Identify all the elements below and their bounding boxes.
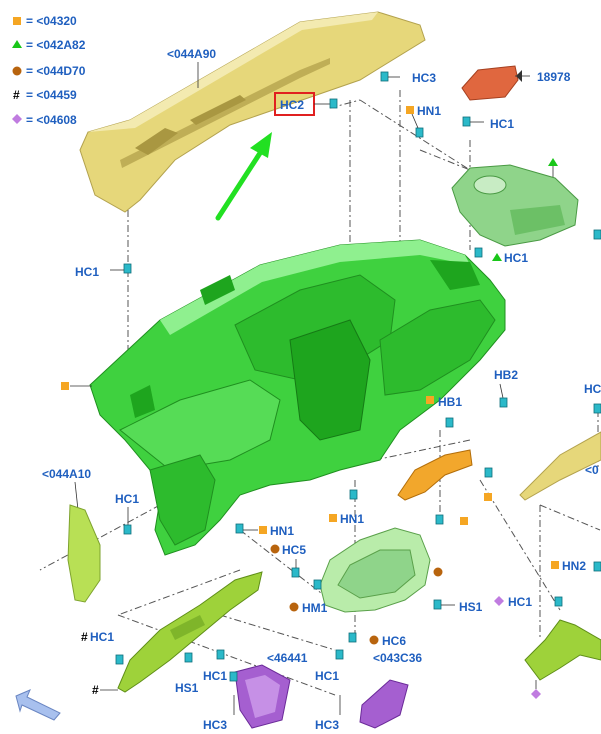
main-dashboard xyxy=(89,239,506,556)
hn1-center-clip xyxy=(349,489,358,500)
hm1-circle-icon xyxy=(289,602,299,612)
hc5-clip xyxy=(291,567,300,578)
hc1-right-cover-triangle-icon xyxy=(492,253,502,261)
hc6-label: HC6 xyxy=(382,634,406,648)
hb2-clip xyxy=(499,397,508,408)
hb1-clip xyxy=(445,417,454,428)
bracket-square-icon-b xyxy=(460,517,468,525)
part-18978-shape xyxy=(461,65,519,101)
hc2-clip xyxy=(329,98,338,109)
hs1-bottom-label: HS1 xyxy=(175,681,199,695)
bracket-clip-a xyxy=(484,467,493,478)
hn1-mid-left-label: HN1 xyxy=(270,524,294,538)
top-dash-panel xyxy=(79,11,426,213)
hc1-mid-left-clip xyxy=(123,524,132,535)
hn1-center-square-icon xyxy=(329,514,337,522)
hc1-right-low-label: HC1 xyxy=(508,595,532,609)
legend-text-diamond: = <04608 xyxy=(26,113,77,127)
hc3-top-clip xyxy=(380,71,389,82)
part-18978-label: 18978 xyxy=(537,70,571,84)
hc1-right-cover-label: HC1 xyxy=(504,251,528,265)
legend-text-square: = <04320 xyxy=(26,14,77,28)
part-044a10-label: <044A10 xyxy=(42,467,91,481)
hm1-label: HM1 xyxy=(302,601,328,615)
right-lower-bracket xyxy=(524,619,601,681)
hc6-circle-icon xyxy=(369,635,379,645)
hc3-top-label: HC3 xyxy=(412,71,436,85)
hn1-top-square-icon xyxy=(406,106,414,114)
legend: = <04320 = <042A82 = <044D70 # = <04459 … xyxy=(12,14,86,127)
hc3-bottom-left-clip xyxy=(229,671,238,682)
legend-text-triangle: = <042A82 xyxy=(26,38,86,52)
hn1-top-clip xyxy=(415,127,424,138)
legend-square-icon xyxy=(13,17,21,25)
ang-right-edge-label: <0 xyxy=(585,463,599,477)
hc1-mid-left-label: HC1 xyxy=(115,492,139,506)
bottom-hash-icon: # xyxy=(92,683,99,697)
legend-triangle-icon xyxy=(12,40,22,48)
cover-triangle-icon xyxy=(548,158,558,166)
hc1-bottom-left-hash-icon: # xyxy=(81,630,88,644)
hn2-clip xyxy=(593,561,601,572)
hc1-top-right-clip xyxy=(462,116,471,127)
legend-diamond-icon xyxy=(12,114,22,124)
hb1-square-icon xyxy=(426,396,434,404)
hc1-left-clip xyxy=(123,263,132,274)
hs1-cluster-label: HS1 xyxy=(459,600,483,614)
hc1-bottom-right-label: HC1 xyxy=(315,669,339,683)
assembly-lines xyxy=(39,90,601,696)
center-bracket xyxy=(397,449,473,501)
hn2-square-icon xyxy=(551,561,559,569)
hc1-bottom-left-label: HC1 xyxy=(90,630,114,644)
legend-text-circle: = <044D70 xyxy=(26,64,86,78)
label-044a90: <044A90 xyxy=(167,47,216,61)
hn1-mid-left-clip xyxy=(235,523,244,534)
hc1-right-low-clip xyxy=(554,596,563,607)
back-arrow-icon[interactable] xyxy=(15,689,61,721)
right-trim-panel xyxy=(519,431,601,501)
hc3-bottom-left-label: HC3 xyxy=(203,718,227,732)
bracket-clip-b xyxy=(435,514,444,525)
hn1-mid-left-square-icon xyxy=(259,526,267,534)
hc1-bottom-left-clip xyxy=(115,654,124,665)
hc1-bottom-mid-clip xyxy=(216,649,225,660)
part-043c36-shape xyxy=(359,679,409,729)
hm1-clip xyxy=(313,579,322,590)
right-cover-clip xyxy=(593,229,601,240)
hb1-label: HB1 xyxy=(438,395,462,409)
hc1-right-cover-clip xyxy=(474,247,483,258)
left-square-icon xyxy=(61,382,69,390)
hn2-label: HN2 xyxy=(562,559,586,573)
cluster-circle-icon xyxy=(433,567,443,577)
part-46441-label: <46441 xyxy=(267,651,308,665)
hb2-label: HB2 xyxy=(494,368,518,382)
hc-right-edge-clip xyxy=(593,403,601,414)
legend-hash-icon: # xyxy=(13,88,20,102)
hc2-label: HC2 xyxy=(280,98,304,112)
hc5-circle-icon xyxy=(270,544,280,554)
hn1-center-label: HN1 xyxy=(340,512,364,526)
hc1-bottom-right-clip xyxy=(335,649,344,660)
legend-text-hash: = <04459 xyxy=(26,88,77,102)
hc5-label: HC5 xyxy=(282,543,306,557)
hc1-right-low-diamond-icon xyxy=(494,596,504,606)
hc3-bottom-right-label: HC3 xyxy=(315,718,339,732)
bracket-square-icon-a xyxy=(484,493,492,501)
hc1-left-label: HC1 xyxy=(75,265,99,279)
hc6-clip xyxy=(348,632,357,643)
hs1-bottom-clip xyxy=(184,652,193,663)
hc1-top-right-label: HC1 xyxy=(490,117,514,131)
legend-circle-icon xyxy=(12,66,22,76)
hc-right-edge-label: HC xyxy=(584,382,601,396)
part-043c36-label: <043C36 xyxy=(373,651,422,665)
right-lower-diamond-icon xyxy=(531,689,541,699)
instrument-cluster-bezel xyxy=(319,527,431,613)
hs1-cluster-clip xyxy=(433,599,442,610)
left-end-panel xyxy=(67,504,101,603)
green-arrow-icon xyxy=(215,132,272,221)
hc1-bottom-mid-label: HC1 xyxy=(203,669,227,683)
hn1-top-label: HN1 xyxy=(417,104,441,118)
